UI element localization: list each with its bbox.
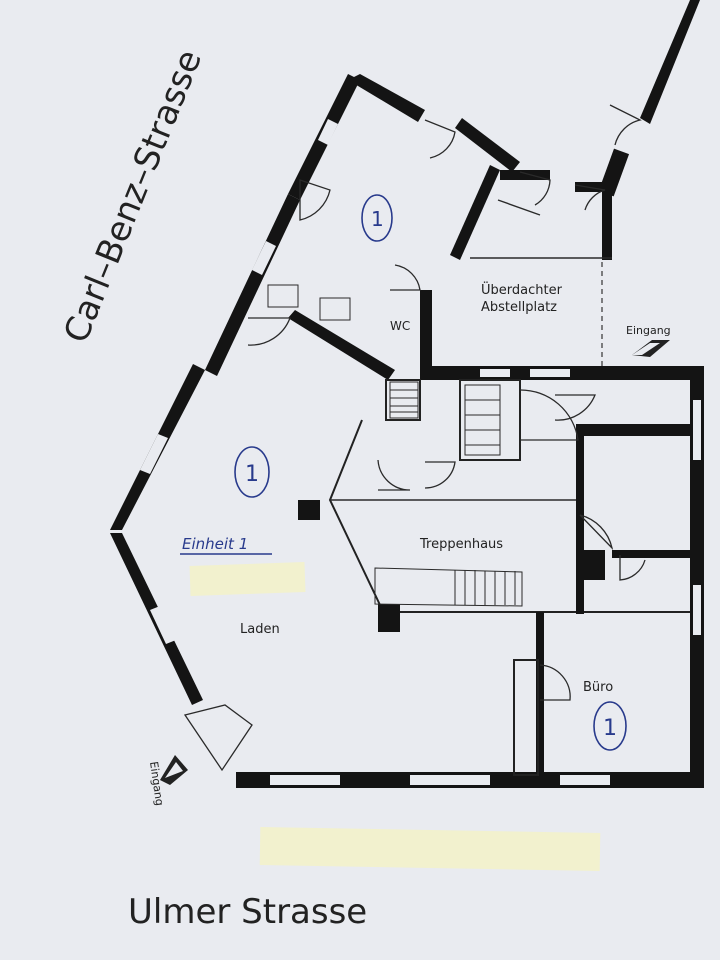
outer-walls xyxy=(110,0,704,788)
unit-annotations: Einheit 1 1 1 1 xyxy=(180,194,627,751)
doors xyxy=(183,104,646,772)
unit-marker: 1 xyxy=(245,462,259,487)
room-label-buero: Büro xyxy=(583,680,613,695)
street-label-ulmer: Ulmer Strasse xyxy=(128,892,367,932)
stairs xyxy=(267,284,523,607)
entrance-arrow-left-icon xyxy=(160,755,188,785)
room-label-treppenhaus: Treppenhaus xyxy=(419,537,503,552)
unit-label: Einheit 1 xyxy=(182,535,248,553)
unit-marker-circle xyxy=(234,446,270,498)
room-label-abstellplatz-1: Überdachter xyxy=(481,281,563,298)
unit-marker: 1 xyxy=(603,716,617,741)
interior-walls xyxy=(288,165,692,778)
unit-marker-circle xyxy=(593,701,627,751)
room-label-laden: Laden xyxy=(240,622,280,637)
tape-strip xyxy=(189,561,306,596)
entrance-label-right: Eingang xyxy=(626,324,671,337)
tape-strip xyxy=(259,827,601,871)
unit-marker: 1 xyxy=(371,207,384,231)
entrance-label-left: Eingang xyxy=(147,761,166,807)
room-label-wc: WC xyxy=(390,319,410,333)
room-label-abstellplatz-2: Abstellplatz xyxy=(481,300,557,315)
unit-marker-circle xyxy=(361,194,393,242)
entrance-arrow-right-icon xyxy=(632,340,670,357)
thin-lines xyxy=(330,199,612,501)
